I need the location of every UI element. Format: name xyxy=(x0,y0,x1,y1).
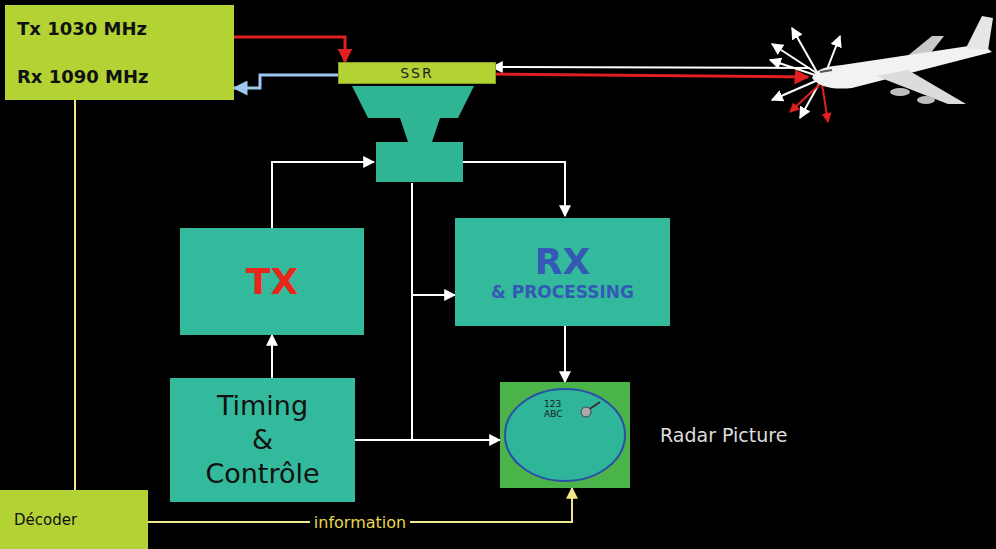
target-symbol xyxy=(581,407,591,417)
box-label: RX xyxy=(535,242,590,282)
frequency-box: Tx 1030 MHz Rx 1090 MHz xyxy=(5,5,234,100)
connector-label: information xyxy=(310,513,410,532)
box-label: 123 ABC xyxy=(544,400,562,420)
connector-arrow xyxy=(564,326,566,382)
connector-arrow xyxy=(234,75,338,88)
interrogation-beam xyxy=(488,74,808,77)
ssr-antenna-bar: SSR xyxy=(338,62,496,84)
wire xyxy=(272,162,374,228)
radar-screen xyxy=(500,382,630,488)
receiver-box: RX& PROCESSING xyxy=(455,218,670,326)
duplexer-box xyxy=(376,142,463,182)
box-label: TX xyxy=(246,261,298,302)
aircraft xyxy=(812,16,993,104)
antenna-mount xyxy=(400,118,440,142)
connector-arrow xyxy=(234,37,345,62)
box-label: Décoder xyxy=(14,511,77,529)
connector-arrow xyxy=(271,335,273,378)
box-label: Tx 1030 MHz xyxy=(17,18,222,39)
wire xyxy=(411,183,413,296)
timing-control-box: Timing & Contrôle xyxy=(170,378,355,502)
radar-display: 123 ABCRadar Picture xyxy=(500,382,630,488)
reply-beam xyxy=(492,67,810,68)
decoder-box: Décoder xyxy=(0,490,148,549)
box-label: Timing & Contrôle xyxy=(205,389,319,490)
display-caption: Radar Picture xyxy=(660,424,787,446)
connector-arrow xyxy=(355,295,455,440)
connector-arrow xyxy=(355,439,500,441)
box-label: Rx 1090 MHz xyxy=(17,66,222,87)
wire xyxy=(463,162,565,216)
connector-arrow xyxy=(74,100,76,490)
transmitter-box: TX xyxy=(180,228,364,335)
box-label: SSR xyxy=(339,63,495,83)
antenna-panel xyxy=(352,86,474,118)
radar-scope xyxy=(505,389,625,481)
box-label: & PROCESSING xyxy=(491,282,634,302)
